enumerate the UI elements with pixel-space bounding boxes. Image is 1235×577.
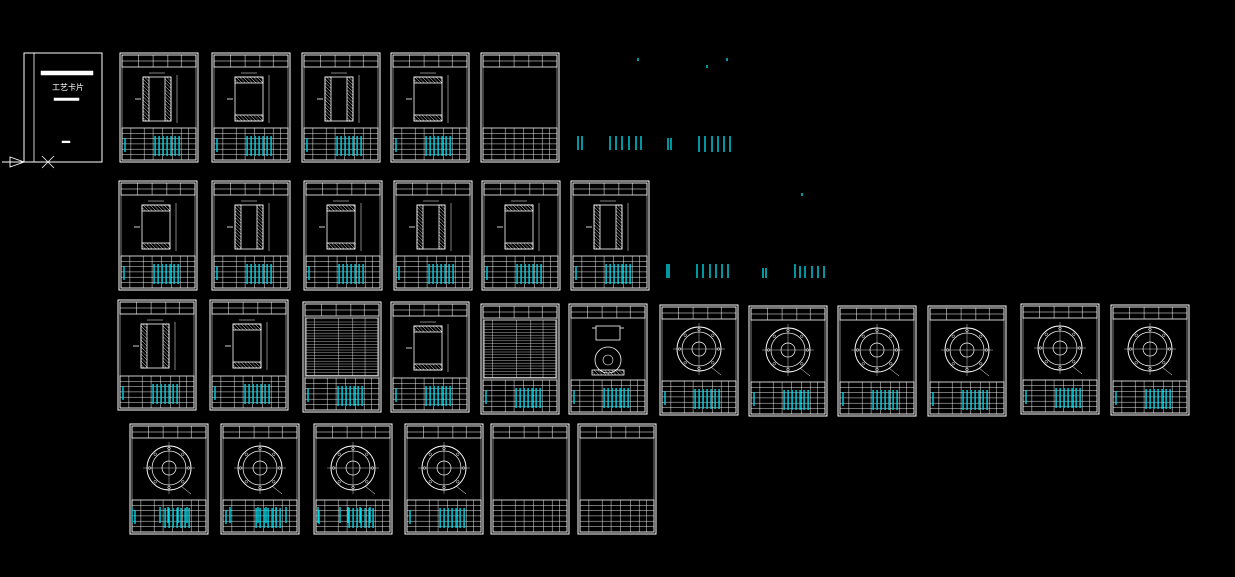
cover-title: 工艺卡片 bbox=[52, 82, 84, 92]
drawing-sheet-flange-view[interactable] bbox=[404, 423, 484, 535]
drawing-sheet-part-view[interactable] bbox=[211, 180, 291, 291]
drawing-sheet-flange-view[interactable] bbox=[748, 305, 828, 417]
cover-sheet[interactable]: 工艺卡片 bbox=[23, 52, 103, 163]
drawing-sheet-fixture-view[interactable] bbox=[568, 303, 648, 415]
drawing-sheet-flange-view[interactable] bbox=[837, 305, 917, 417]
drawing-sheet-flange-view[interactable] bbox=[1110, 304, 1190, 416]
drawing-sheet-part-view[interactable] bbox=[118, 180, 198, 291]
drawing-sheet-part-view[interactable] bbox=[117, 299, 197, 411]
ucs-axis-icon bbox=[2, 155, 55, 169]
drawing-sheet-flange-view[interactable] bbox=[927, 305, 1007, 417]
drawing-sheet-part-view[interactable] bbox=[119, 52, 199, 163]
drawing-sheet-flange-view[interactable] bbox=[1020, 303, 1100, 415]
drawing-sheet-part-view[interactable] bbox=[209, 299, 289, 411]
drawing-sheet-table-form[interactable] bbox=[302, 301, 382, 413]
drawing-sheet-part-view[interactable] bbox=[390, 301, 470, 413]
drawing-sheet-blank-form[interactable] bbox=[490, 423, 570, 535]
drawing-sheet-part-view[interactable] bbox=[303, 180, 383, 291]
drawing-sheet-part-view[interactable] bbox=[390, 52, 470, 163]
drawing-sheet-flange-view[interactable] bbox=[220, 423, 300, 535]
drawing-sheet-blank-form[interactable] bbox=[577, 423, 657, 535]
drawing-sheet-part-view[interactable] bbox=[393, 180, 473, 291]
drawing-sheet-blank-form[interactable] bbox=[480, 52, 560, 163]
drawing-sheet-part-view[interactable] bbox=[481, 180, 561, 291]
drawing-sheet-flange-view[interactable] bbox=[659, 304, 739, 416]
drawing-sheet-flange-view[interactable] bbox=[313, 423, 393, 535]
drawing-sheet-part-view[interactable] bbox=[211, 52, 291, 163]
drawing-sheet-table-form[interactable] bbox=[480, 303, 560, 415]
drawing-sheet-part-view[interactable] bbox=[570, 180, 650, 291]
stray-dimension-marks bbox=[131, 58, 825, 523]
drawing-sheet-part-view[interactable] bbox=[301, 52, 381, 163]
drawing-sheet-flange-view[interactable] bbox=[129, 423, 209, 535]
